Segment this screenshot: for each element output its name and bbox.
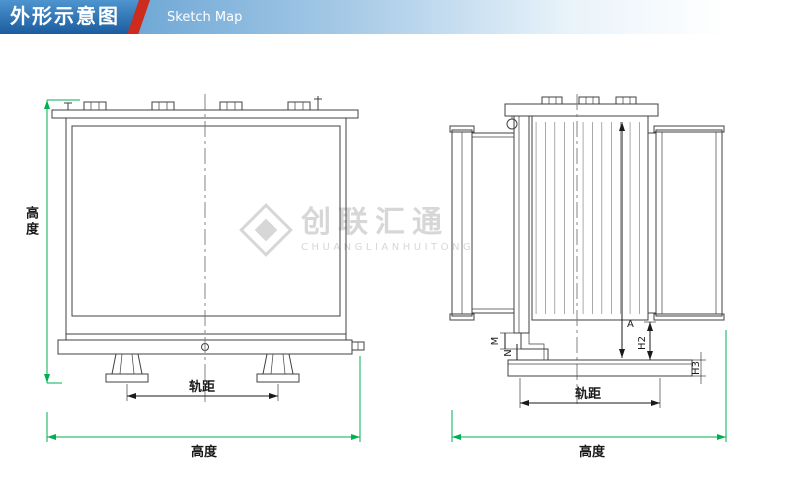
watermark: 创联汇通 CHUANGLIANHUITONG: [239, 202, 475, 257]
front-wheels: [105, 353, 300, 383]
watermark-latin: CHUANGLIANHUITONG: [301, 242, 475, 253]
side-h2-label: H2: [637, 336, 648, 350]
watermark-name: 创联汇通: [301, 205, 449, 240]
side-m-label: M: [490, 337, 501, 346]
front-width-label: 高度: [191, 444, 218, 460]
side-n-label: N: [503, 349, 514, 356]
side-a-label: A: [627, 319, 634, 330]
page-subtitle: Sketch Map: [167, 10, 243, 25]
side-view: H3 M N A H2 轨距 高度: [449, 94, 727, 460]
front-gauge-label: 轨距: [189, 379, 215, 395]
banner: 外形示意图 Sketch Map: [0, 0, 790, 34]
side-gauge-label: 轨距: [575, 386, 601, 402]
banner-title-block: 外形示意图: [0, 0, 140, 34]
side-lifting-lug: [506, 118, 518, 130]
page-title: 外形示意图: [10, 4, 120, 28]
front-view: 轨距 高度: [44, 94, 365, 460]
front-bushings: [83, 101, 311, 111]
side-bushings: [541, 96, 637, 105]
side-h3-label: H3: [691, 361, 702, 375]
front-height-label: 高度: [23, 206, 38, 238]
side-width-label: 高度: [579, 444, 606, 460]
